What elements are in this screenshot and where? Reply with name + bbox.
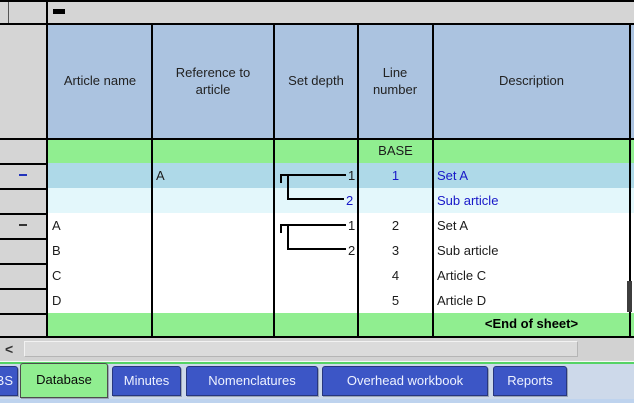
cell-set-depth[interactable]: 1 (348, 168, 356, 183)
column-header-label: Set depth (288, 73, 344, 89)
cell-line-number[interactable]: BASE (378, 143, 413, 158)
tree-branch-line (280, 224, 346, 226)
cell-description[interactable]: Article D (437, 293, 487, 308)
cell-reference[interactable]: A (156, 168, 165, 183)
tree-connector-line (287, 174, 289, 200)
cell-description[interactable]: Article C (437, 268, 487, 283)
grid-vline (357, 25, 359, 338)
collapse-row-minus-icon[interactable] (19, 174, 27, 176)
grid-vline (273, 25, 275, 338)
bottom-strip (0, 399, 634, 403)
gutter-divider (0, 238, 46, 240)
gutter-divider (0, 163, 46, 165)
gutter-divider (0, 213, 46, 215)
scroll-left-arrow-icon[interactable]: < (5, 341, 14, 357)
sheet-tab-overhead-workbook[interactable]: Overhead workbook (322, 366, 488, 396)
cell-article-name[interactable]: B (52, 243, 61, 258)
outline-bar (0, 0, 634, 23)
column-header-line-number[interactable]: Line number (365, 25, 425, 138)
grid-vline (151, 25, 153, 338)
gutter-divider (0, 288, 46, 290)
active-sheet-separator (0, 361, 634, 364)
cell-line-number[interactable]: 4 (391, 268, 400, 283)
sheet-tab-bs[interactable]: BS (0, 366, 18, 396)
grid-vline (432, 25, 434, 338)
sheet-tab-minutes[interactable]: Minutes (112, 366, 181, 396)
tree-branch-tick (280, 174, 282, 183)
collapse-columns-minus-icon[interactable] (53, 9, 65, 14)
column-header-label: Reference to article (175, 65, 251, 97)
cell-set-depth[interactable]: 1 (348, 218, 356, 233)
cell-end-of-sheet: <End of sheet> (484, 316, 579, 331)
column-header-label: Line number (372, 65, 418, 97)
tree-branch-tick (280, 224, 282, 233)
cell-description[interactable]: Set A (437, 218, 469, 233)
column-header-label: Description (498, 73, 565, 89)
cell-line-number[interactable]: 5 (391, 293, 400, 308)
row-gutter (0, 25, 46, 338)
table-row-sub-article[interactable] (48, 188, 634, 213)
vertical-scrollbar-thumb[interactable] (627, 281, 632, 312)
tree-branch-line (287, 248, 346, 250)
table-row-base[interactable] (48, 140, 634, 163)
tree-branch-line (280, 174, 346, 176)
cell-description[interactable]: Sub article (437, 243, 499, 258)
cell-description[interactable]: Sub article (437, 193, 499, 208)
grid-vline (46, 0, 48, 338)
sheet-tab-nomenclatures[interactable]: Nomenclatures (186, 366, 318, 396)
header-top-border (0, 23, 634, 25)
cell-set-depth[interactable]: 2 (348, 243, 356, 258)
column-header-label: Article name (63, 73, 137, 89)
grid-vline (629, 25, 631, 338)
column-header-set-depth[interactable]: Set depth (276, 25, 356, 138)
header-bottom-border (0, 138, 634, 140)
sheet-tab-database[interactable]: Database (20, 363, 108, 398)
cell-article-name[interactable]: A (52, 218, 61, 233)
cell-line-number[interactable]: 2 (391, 218, 400, 233)
table-bottom-border (0, 336, 634, 338)
cell-line-number[interactable]: 3 (391, 243, 400, 258)
column-header-description[interactable]: Description (435, 25, 628, 138)
outline-corner-divider (8, 2, 9, 23)
cell-article-name[interactable]: C (52, 268, 62, 283)
tree-branch-line (287, 198, 344, 200)
cell-description[interactable]: Set A (437, 168, 469, 183)
collapse-row-minus-icon[interactable] (19, 224, 27, 226)
gutter-divider (0, 188, 46, 190)
table-rows-white[interactable] (48, 213, 634, 313)
cell-set-depth[interactable]: 2 (346, 193, 354, 208)
column-header-reference[interactable]: Reference to article (162, 25, 264, 138)
column-header-band (48, 25, 634, 138)
sheet-tab-reports[interactable]: Reports (493, 366, 567, 396)
table-row-end-of-sheet[interactable] (48, 313, 634, 336)
tree-connector-line (287, 224, 289, 250)
cell-line-number[interactable]: 1 (391, 168, 400, 183)
gutter-divider (0, 313, 46, 315)
cell-article-name[interactable]: D (52, 293, 62, 308)
column-header-article-name[interactable]: Article name (50, 25, 150, 138)
gutter-divider (0, 263, 46, 265)
horizontal-scrollbar-thumb[interactable] (24, 341, 578, 357)
